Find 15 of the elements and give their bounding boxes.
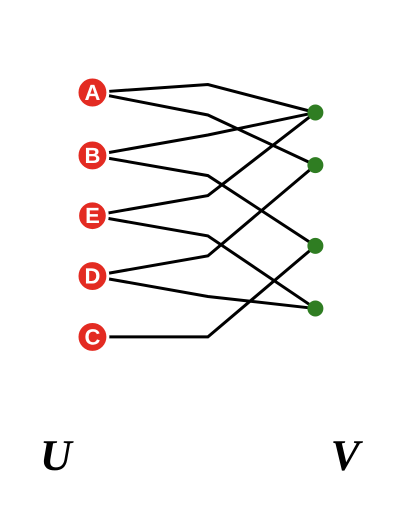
connector bbox=[107, 156, 310, 244]
axis-label: U bbox=[40, 430, 72, 481]
connector bbox=[107, 94, 310, 164]
connector bbox=[106, 217, 310, 306]
connector bbox=[107, 169, 311, 276]
node-circle bbox=[307, 157, 324, 174]
connector bbox=[107, 112, 308, 155]
node-circle bbox=[307, 104, 324, 121]
connector bbox=[107, 278, 308, 310]
connector bbox=[106, 116, 310, 215]
connector bbox=[108, 83, 309, 112]
node-circle: E bbox=[76, 200, 109, 232]
connector bbox=[108, 250, 311, 339]
node-circle bbox=[307, 300, 324, 317]
node-circle bbox=[307, 238, 324, 254]
